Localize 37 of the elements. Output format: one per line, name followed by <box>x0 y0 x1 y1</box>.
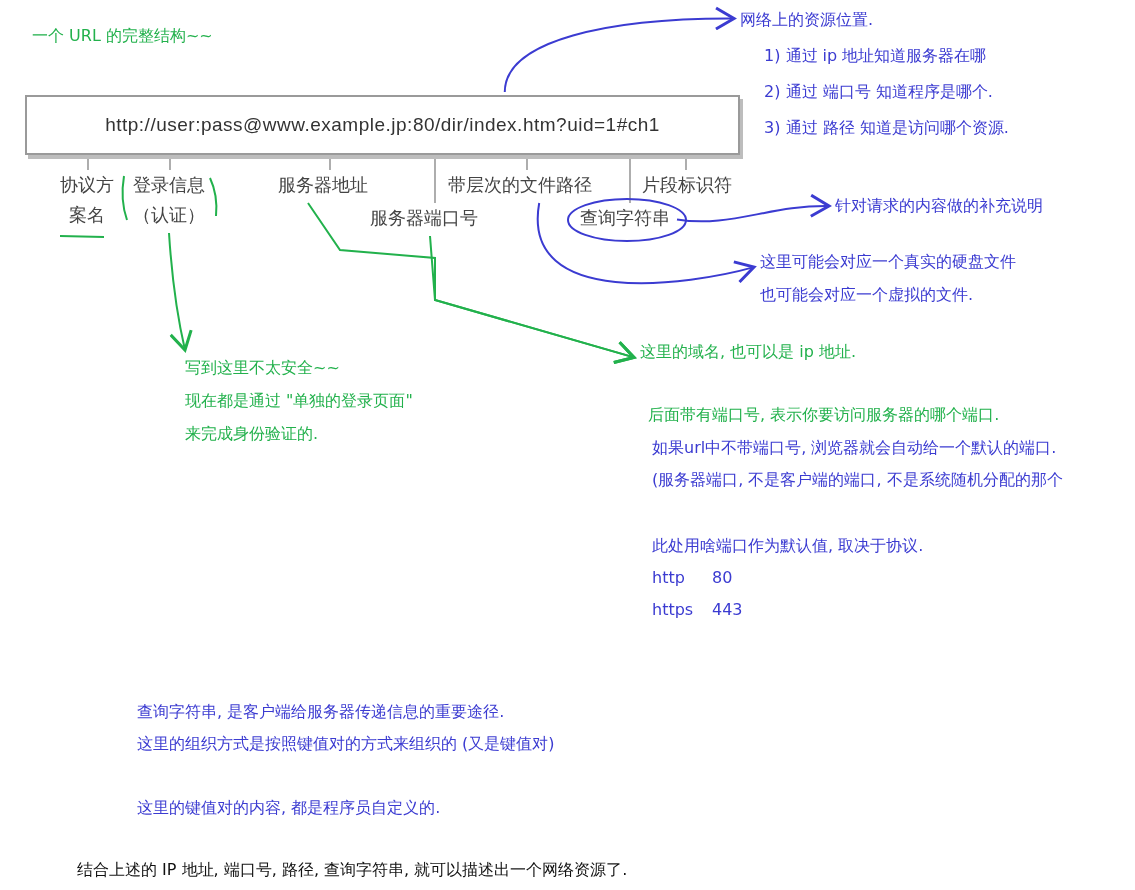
part-label: 带层次的文件路径 <box>448 170 600 200</box>
annotation-text: 网络上的资源位置. <box>740 9 875 31</box>
part-label: 片段标识符 <box>642 170 738 200</box>
part-label: 查询字符串 <box>580 203 674 233</box>
note-text: 443 <box>712 599 743 621</box>
annotation-text: 这里的域名, 也可以是 ip 地址. <box>640 341 858 363</box>
note-text: 80 <box>712 567 733 589</box>
part-label: 登录信息（认证） <box>130 170 208 230</box>
note-text: 查询字符串, 是客户端给服务器传递信息的重要途径. <box>137 701 505 723</box>
annotation-text: 后面带有端口号, 表示你要访问服务器的哪个端口. <box>648 404 1000 426</box>
note-text: http <box>652 567 685 589</box>
arrow <box>429 235 636 364</box>
part-label: 服务器端口号 <box>370 203 490 233</box>
part-label: 协议方案名 <box>58 170 116 230</box>
note-text: 这里的键值对的内容, 都是程序员自定义的. <box>137 797 441 819</box>
annotation-text: 针对请求的内容做的补充说明 <box>835 194 1043 218</box>
note-text: 此处用啥端口作为默认值, 取决于协议. <box>652 535 924 557</box>
list-item: 3) 通过 路径 知道是访问哪个资源. <box>764 117 1009 139</box>
list-item: 2) 通过 端口号 知道程序是哪个. <box>764 81 994 103</box>
annotation-text: 写到这里不太安全~~ <box>185 357 341 379</box>
part-label: 服务器地址 <box>278 170 378 200</box>
arrow <box>537 202 756 285</box>
arrow <box>168 232 193 352</box>
annotation-text: 这里可能会对应一个真实的硬盘文件 <box>760 251 1016 273</box>
arrow <box>676 194 831 223</box>
note-text: 这里的组织方式是按照键值对的方式来组织的 (又是键值对) <box>137 733 555 755</box>
note-text: https <box>652 599 694 621</box>
annotation-text: 现在都是通过 "单独的登录页面" <box>185 390 413 412</box>
annotation-text: 也可能会对应一个虚拟的文件. <box>760 284 975 306</box>
list-item: 1) 通过 ip 地址知道服务器在哪 <box>764 45 988 67</box>
note-text: 结合上述的 IP 地址, 端口号, 路径, 查询字符串, 就可以描述出一个网络资源了. <box>77 859 628 881</box>
diagram-title: 一个 URL 的完整结构~~ <box>32 25 213 47</box>
note-text: (服务器端口, 不是客户端的端口, 不是系统随机分配的那个 <box>652 469 1063 491</box>
note-text: 如果url中不带端口号, 浏览器就会自动给一个默认的端口. <box>652 437 1057 459</box>
arrow <box>503 6 736 93</box>
annotation-text: 来完成身份验证的. <box>185 423 320 445</box>
url-text: http://user:pass@www.example.jp:80/dir/index.htm?uid=1#ch1 <box>105 112 660 137</box>
